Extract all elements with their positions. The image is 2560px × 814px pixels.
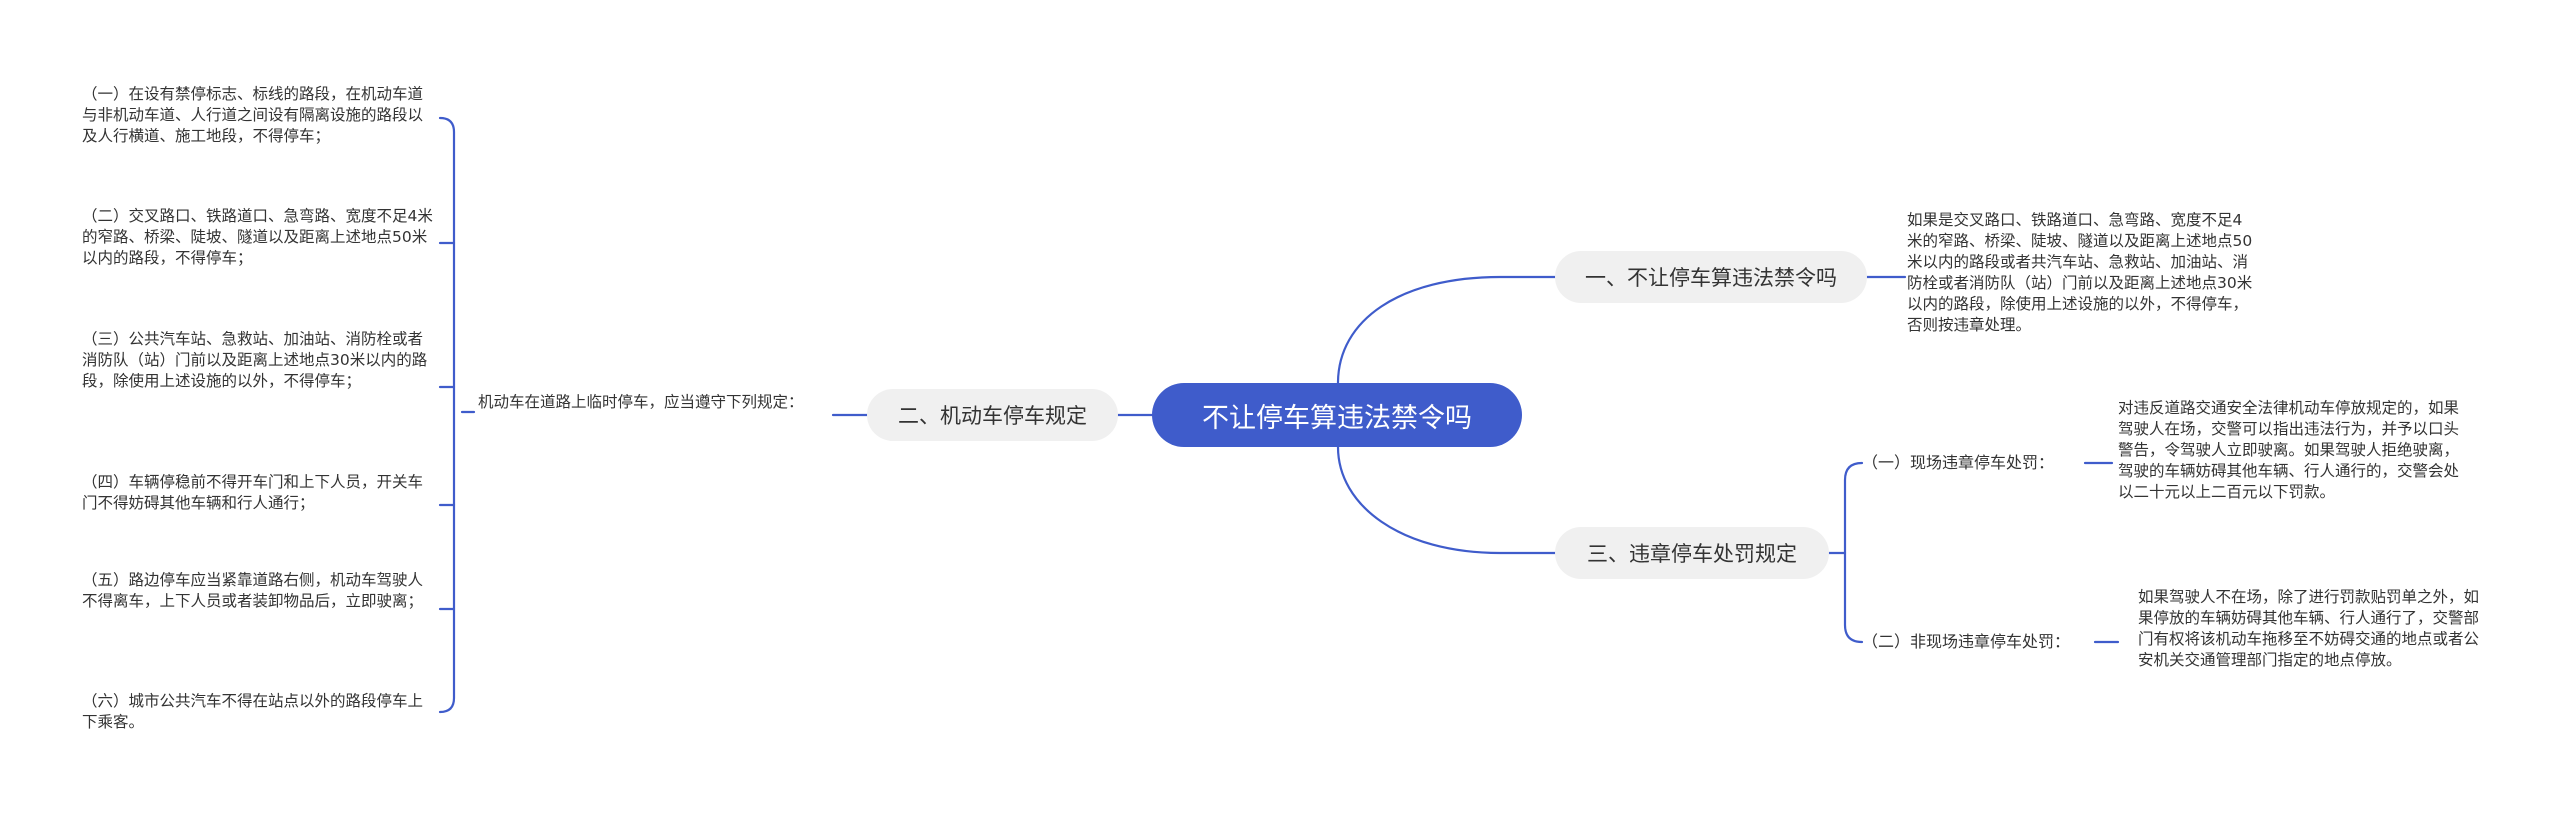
branch-node-3[interactable]: 三、违章停车处罚规定 xyxy=(1555,527,1829,579)
branch-node-2[interactable]: 二、机动车停车规定 xyxy=(867,389,1118,441)
branch-2-item-5: （五）路边停车应当紧靠道路右侧，机动车驾驶人不得离车，上下人员或者装卸物品后，立… xyxy=(82,571,424,610)
branch-2-item-2: （二）交叉路口、铁路道口、急弯路、宽度不足4米的窄路、桥梁、陡坡、隧道以及距离上… xyxy=(82,207,433,267)
central-topic[interactable]: 不让停车算违法禁令吗 xyxy=(1152,383,1522,447)
link-central-b3 xyxy=(1336,445,1557,555)
branch-2-item-1: （一）在设有禁停标志、标线的路段，在机动车道与非机动车道、人行道之间设有隔离设施… xyxy=(82,85,424,145)
branch-2-item-6: （六）城市公共汽车不得在站点以外的路段停车上下乘客。 xyxy=(82,692,424,731)
branch-3-sub-1-detail: 对违反道路交通安全法律机动车停放规定的，如果驾驶人在场，交警可以指出违法行为，并… xyxy=(2118,399,2460,501)
branch-3-sub-2[interactable]: （二）非现场违章停车处罚： xyxy=(1862,632,2071,651)
branch-1-detail: 如果是交叉路口、铁路道口、急弯路、宽度不足4米的窄路、桥梁、陡坡、隧道以及距离上… xyxy=(1907,211,2253,334)
bracket-b2-items xyxy=(438,116,456,714)
branch-2-item-3: （三）公共汽车站、急救站、加油站、消防栓或者消防队（站）门前以及距离上述地点30… xyxy=(82,330,428,390)
branch-2-item-4: （四）车辆停稳前不得开车门和上下人员，开关车门不得妨碍其他车辆和行人通行； xyxy=(82,473,424,512)
bracket-b3-subs xyxy=(1843,461,1864,644)
branch-3-sub-1[interactable]: （一）现场违章停车处罚： xyxy=(1862,453,2055,472)
branch-3-sub-2-detail: 如果驾驶人不在场，除了进行罚款贴罚单之外，如果停放的车辆妨碍其他车辆、行人通行了… xyxy=(2138,588,2480,669)
branch-2-intro: 机动车在道路上临时停车，应当遵守下列规定： xyxy=(478,393,804,411)
branch-node-1[interactable]: 一、不让停车算违法禁令吗 xyxy=(1555,251,1867,303)
link-central-b1 xyxy=(1336,275,1557,385)
